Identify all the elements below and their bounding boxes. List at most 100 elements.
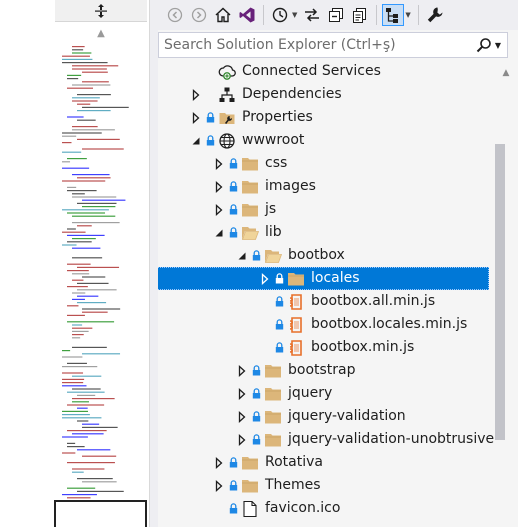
tree-item-label: images <box>265 178 316 194</box>
lock-icon <box>250 244 262 267</box>
minimap-line <box>72 468 105 470</box>
tree-item-bootbox-min-js[interactable]: bootbox.min.js <box>158 336 494 359</box>
minimap-line <box>77 138 120 140</box>
code-minimap[interactable]: ▲ <box>0 0 150 527</box>
tree-item-images[interactable]: images <box>158 175 494 198</box>
forward-icon[interactable] <box>188 4 210 26</box>
no-expander <box>257 313 273 336</box>
expand-arrow-icon[interactable] <box>234 428 250 451</box>
tree-item-bootstrap[interactable]: bootstrap <box>158 359 494 382</box>
dropdown-arrow-icon[interactable]: ▼ <box>292 11 298 19</box>
minimap-line <box>67 87 94 89</box>
minimap-line <box>77 478 113 480</box>
tree-item-label: bootbox <box>288 247 345 263</box>
minimap-scroll-up-icon[interactable]: ▲ <box>97 27 105 39</box>
tree-item-lib[interactable]: lib <box>158 221 494 244</box>
minimap-line <box>67 487 96 489</box>
minimap-line <box>62 410 89 412</box>
show-all-files-icon[interactable] <box>382 4 405 26</box>
sync-icon[interactable] <box>301 4 323 26</box>
home-icon[interactable] <box>212 4 234 26</box>
expand-arrow-icon[interactable] <box>188 106 204 129</box>
minimap-line <box>77 225 92 227</box>
minimap-line <box>77 289 117 291</box>
collapse-all-icon[interactable] <box>325 4 347 26</box>
expand-arrow-icon[interactable] <box>211 451 227 474</box>
minimap-viewport-indicator[interactable] <box>54 500 147 527</box>
minimap-line <box>72 126 98 128</box>
globe-icon <box>217 129 237 152</box>
tree-item-dependencies[interactable]: Dependencies <box>158 83 494 106</box>
expand-arrow-icon[interactable] <box>211 198 227 221</box>
minimap-line <box>67 116 84 118</box>
tree-item-bootbox[interactable]: bootbox <box>158 244 494 267</box>
tree-item-themes[interactable]: Themes <box>158 474 494 497</box>
search-options-button[interactable]: ▼ <box>473 37 507 53</box>
expand-arrow-icon[interactable] <box>234 405 250 428</box>
copy-icon[interactable] <box>349 4 371 26</box>
tree-item-connected-services[interactable]: Connected Services <box>158 60 494 83</box>
expand-arrow-icon[interactable] <box>234 359 250 382</box>
splitter-grip-icon[interactable] <box>55 0 147 22</box>
minimap-line <box>72 49 84 51</box>
minimap-line <box>72 193 85 195</box>
minimap-line <box>67 158 87 160</box>
minimap-line <box>72 238 96 240</box>
expand-arrow-icon[interactable] <box>211 175 227 198</box>
expand-arrow-icon[interactable] <box>188 83 204 106</box>
expand-arrow-icon[interactable] <box>257 267 273 290</box>
folder-icon <box>240 474 260 497</box>
tree-item-wwwroot[interactable]: wwwroot <box>158 129 494 152</box>
minimap-line <box>62 385 87 387</box>
toolbar-separator <box>263 5 264 25</box>
chevron-down-icon: ▼ <box>494 40 501 50</box>
toolbar-separator <box>417 5 419 25</box>
minimap-line <box>72 327 93 329</box>
minimap-line <box>67 74 82 76</box>
lock-icon <box>273 336 285 359</box>
scrollbar-thumb[interactable] <box>495 144 505 440</box>
properties-wrench-icon[interactable] <box>424 4 446 26</box>
expand-arrow-icon[interactable] <box>234 382 250 405</box>
pending-changes-clock-icon[interactable] <box>269 4 291 26</box>
no-expander <box>188 60 204 83</box>
minimap-line <box>62 58 93 60</box>
tree-item-jquery-validation[interactable]: jquery-validation <box>158 405 494 428</box>
minimap-line <box>72 279 84 281</box>
tree-item-bootbox-locales-min-js[interactable]: bootbox.locales.min.js <box>158 313 494 336</box>
minimap-line <box>62 135 77 137</box>
tree-item-properties[interactable]: Properties <box>158 106 494 129</box>
tree-item-bootbox-all-min-js[interactable]: bootbox.all.min.js <box>158 290 494 313</box>
minimap-line <box>67 212 106 214</box>
expand-arrow-icon[interactable] <box>211 474 227 497</box>
expand-arrow-icon[interactable] <box>211 152 227 175</box>
minimap-line <box>62 372 84 374</box>
tree-item-rotativa[interactable]: Rotativa <box>158 451 494 474</box>
tree-item-js[interactable]: js <box>158 198 494 221</box>
dropdown-arrow-icon[interactable]: ▼ <box>405 11 411 19</box>
scroll-up-arrow-icon[interactable]: ▲ <box>502 68 510 78</box>
tree-item-favicon-ico[interactable]: favicon.ico <box>158 497 494 520</box>
vs-switch-views-icon[interactable] <box>236 4 258 26</box>
back-icon[interactable] <box>164 4 186 26</box>
tree-item-label: lib <box>265 224 282 240</box>
minimap-line <box>62 55 90 57</box>
minimap-line <box>67 362 87 364</box>
tree-item-label: bootbox.min.js <box>311 339 415 355</box>
search-solution-explorer-input[interactable]: Search Solution Explorer (Ctrl+ş) ▼ <box>158 32 508 58</box>
lock-icon <box>204 129 216 152</box>
minimap-line <box>77 110 111 112</box>
panel-splitter[interactable] <box>150 0 158 527</box>
tree-item-jquery-validation-unobtrusive[interactable]: jquery-validation-unobtrusive <box>158 428 494 451</box>
collapse-arrow-icon[interactable] <box>211 221 227 244</box>
tree-item-label: Dependencies <box>242 86 342 102</box>
collapse-arrow-icon[interactable] <box>234 244 250 267</box>
vertical-scrollbar[interactable]: ▲ <box>494 60 518 527</box>
tree-item-jquery[interactable]: jquery <box>158 382 494 405</box>
minimap-line <box>82 423 100 425</box>
collapse-arrow-icon[interactable] <box>188 129 204 152</box>
minimap-line <box>62 231 86 233</box>
minimap-line <box>82 199 126 201</box>
tree-item-locales[interactable]: locales <box>158 267 489 290</box>
tree-item-css[interactable]: css <box>158 152 494 175</box>
